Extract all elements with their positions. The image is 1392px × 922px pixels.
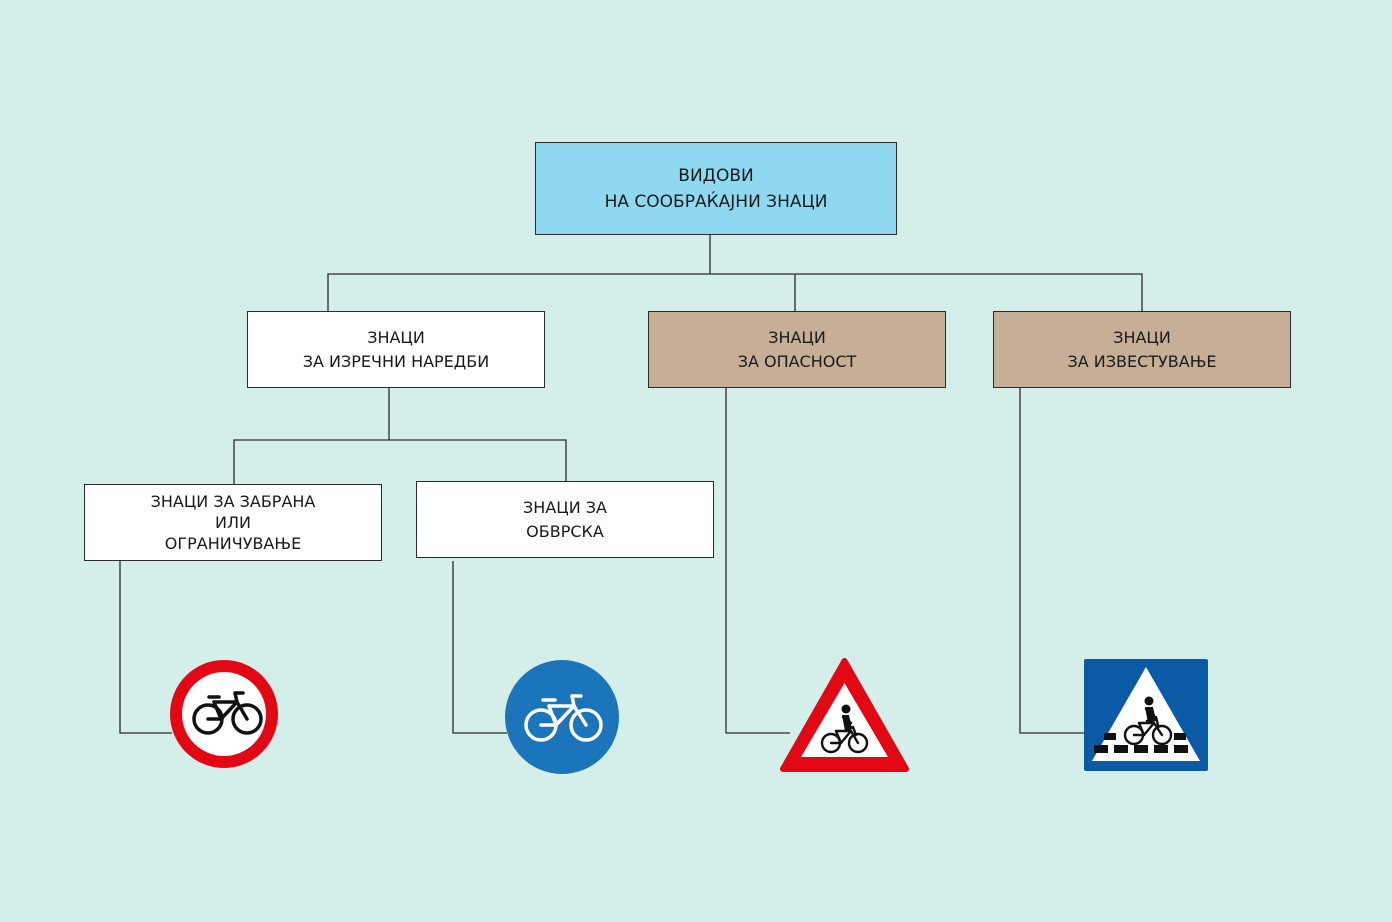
danger-box: ЗНАЦИ ЗА ОПАСНОСТ [648, 311, 946, 388]
connector-danger-sign [725, 388, 790, 734]
prohibition-line1: ЗНАЦИ ЗА ЗАБРАНА [150, 492, 316, 511]
cyclists-warning-sign-icon [780, 658, 909, 772]
prohibition-line3: ОГРАНИЧУВАЊЕ [164, 534, 302, 553]
connector-level2-bar [233, 439, 567, 484]
danger-line1: ЗНАЦИ [768, 327, 826, 347]
obligation-line1: ЗНАЦИ ЗА [523, 497, 607, 517]
bicycle-path-sign-icon [505, 660, 619, 774]
connector-prohibition-sign [119, 561, 172, 734]
no-bicycles-sign-icon [170, 660, 278, 768]
info-line1: ЗНАЦИ [1113, 327, 1171, 347]
orders-line2: ЗА ИЗРЕЧНИ НАРЕДБИ [302, 351, 490, 371]
prohibition-box: ЗНАЦИ ЗА ЗАБРАНА ИЛИ ОГРАНИЧУВАЊЕ [84, 484, 382, 561]
prohibition-line2: ИЛИ [215, 513, 251, 532]
root-title-line2: НА СООБРАЌАЈНИ ЗНАЦИ [604, 191, 828, 212]
root-title-line1: ВИДОВИ [678, 165, 754, 186]
connector-obligation-sign [452, 561, 507, 734]
connector-level1-bar [327, 273, 1143, 311]
danger-line2: ЗА ОПАСНОСТ [737, 351, 857, 371]
orders-line1: ЗНАЦИ [367, 327, 425, 347]
info-line2: ЗА ИЗВЕСТУВАЊЕ [1067, 351, 1217, 371]
connector-info-sign [1019, 388, 1085, 734]
obligation-box: ЗНАЦИ ЗА ОБВРСКА [416, 481, 714, 558]
info-box: ЗНАЦИ ЗА ИЗВЕСТУВАЊЕ [993, 311, 1291, 388]
root-box: ВИДОВИ НА СООБРАЌАЈНИ ЗНАЦИ [535, 142, 897, 235]
orders-box: ЗНАЦИ ЗА ИЗРЕЧНИ НАРЕДБИ [247, 311, 545, 388]
bicycle-crossing-sign-icon [1084, 659, 1208, 771]
obligation-line2: ОБВРСКА [526, 521, 604, 541]
